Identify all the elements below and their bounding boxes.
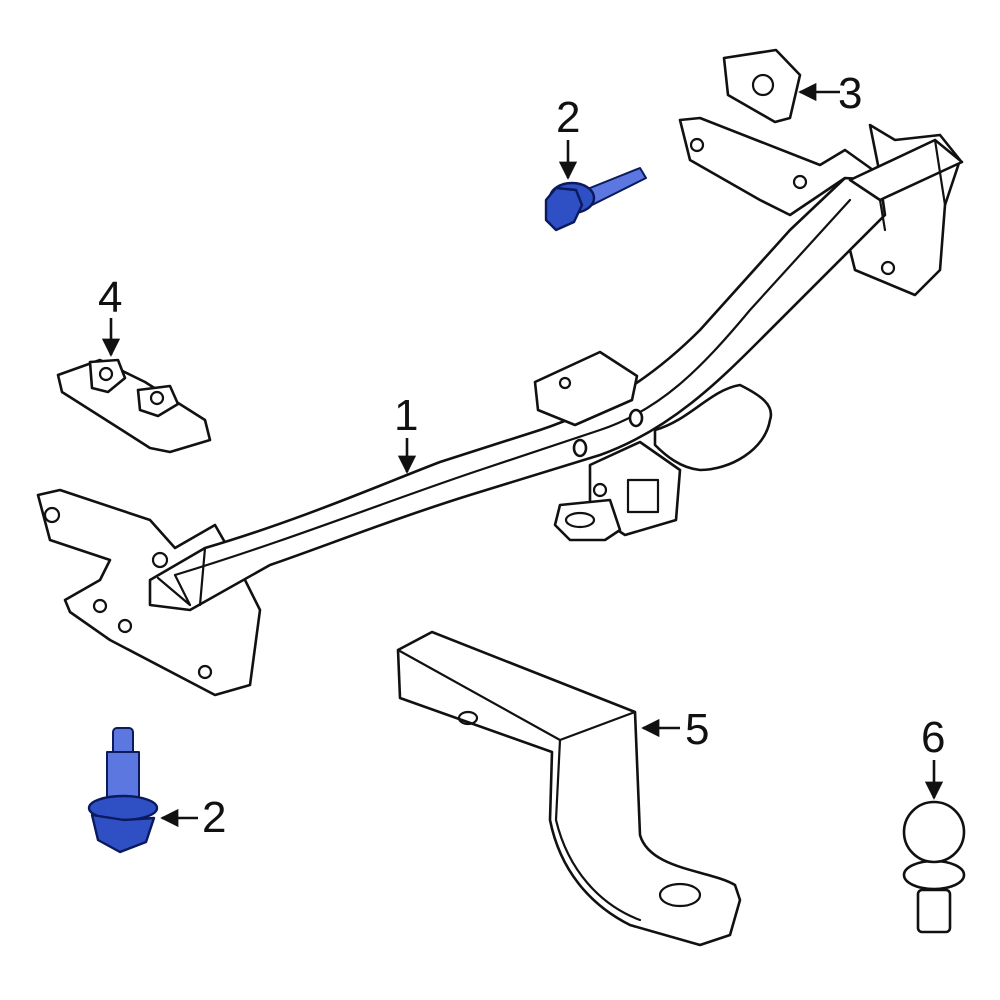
bracket-edge [878, 138, 947, 232]
ball-shank [916, 888, 952, 934]
bolt-hex-head [544, 186, 584, 232]
right-bracket-box [848, 138, 964, 202]
main-tube [148, 176, 887, 612]
bracket-hole [689, 137, 705, 153]
nut [136, 384, 180, 418]
receiver-opening [626, 478, 660, 514]
callout-1: 1 [394, 391, 418, 440]
ball-collar [902, 859, 966, 891]
plate-hole [751, 73, 775, 97]
tube-edge [173, 198, 852, 577]
center-top-plate [533, 350, 639, 427]
nut-bore [98, 366, 114, 382]
pin [572, 438, 588, 458]
nut [88, 358, 127, 394]
ball-hole [658, 882, 702, 908]
tube-edge [198, 546, 207, 607]
plate-body [56, 358, 212, 454]
hitch-ball[interactable] [902, 800, 966, 934]
flange-bolt-bottom[interactable] [87, 727, 159, 854]
ball-sphere [902, 800, 966, 864]
bracket-hole [880, 260, 896, 276]
callout-6: 6 [921, 713, 945, 762]
nut-plate[interactable] [56, 358, 212, 454]
ball-mount[interactable] [396, 630, 742, 947]
safety-chain-plate [553, 498, 622, 542]
flange-bolt-top[interactable] [544, 167, 647, 232]
chain-loop-bracket [653, 383, 773, 472]
pin-hole [592, 482, 608, 498]
bracket-hole [117, 618, 133, 634]
pin-hole [457, 710, 479, 726]
chain-hole [564, 511, 596, 529]
tapping-plate[interactable] [722, 48, 802, 124]
plate-hole [558, 376, 572, 390]
callout-2-top: 2 [556, 93, 580, 142]
callout-4: 4 [98, 273, 122, 322]
bolt-hex-head [90, 813, 156, 854]
mount-body [396, 630, 742, 947]
pin [628, 408, 644, 428]
plate-body [722, 48, 802, 124]
callout-5: 5 [685, 705, 709, 754]
nut-bore [149, 390, 165, 406]
bracket-hole [792, 174, 808, 190]
bracket-hole [197, 664, 213, 680]
hitch-crossmember[interactable] [36, 116, 964, 697]
mount-edge [554, 738, 642, 922]
tube-edge [156, 573, 192, 607]
bracket-hole [92, 598, 108, 614]
callout-3: 3 [838, 69, 862, 118]
bracket-hole [151, 551, 169, 569]
bracket-hole [43, 506, 61, 524]
callout-2-bottom: 2 [202, 793, 226, 842]
bolt-shank [106, 751, 140, 803]
